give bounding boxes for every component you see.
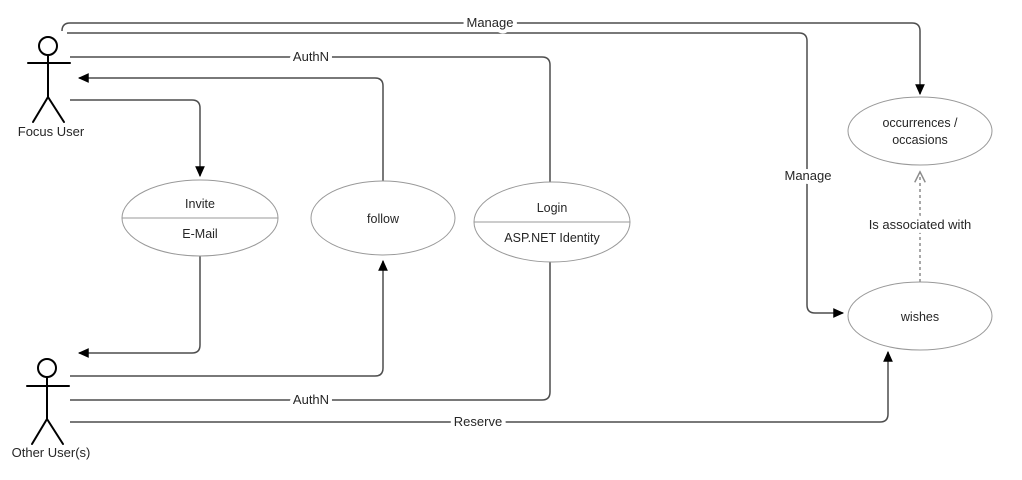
occurrences-line2: occasions <box>892 133 948 147</box>
login-subtitle: ASP.NET Identity <box>504 231 600 245</box>
occurrences-line1: occurrences / <box>882 116 958 130</box>
edge-label-manage-top: Manage <box>467 15 514 30</box>
other-users-leg-left <box>31 418 48 445</box>
edge-label-authn-other: AuthN <box>293 392 329 407</box>
edge-invite-to-other[interactable] <box>77 256 201 358</box>
other-users-leg-right <box>46 418 64 445</box>
follow-title: follow <box>367 212 400 226</box>
follow-ellipse[interactable] <box>310 180 456 256</box>
focus-user-head <box>38 36 58 56</box>
invite-title: Invite <box>185 197 215 211</box>
edge-authn-focus-login[interactable] <box>70 56 551 182</box>
use-case-occurrences[interactable]: occurrences / occasions <box>847 96 993 166</box>
login-title: Login <box>537 201 568 215</box>
occurrences-ellipse[interactable] <box>847 96 993 166</box>
actor-other-users[interactable]: Other User(s) <box>8 358 94 464</box>
other-users-head <box>37 358 57 378</box>
use-case-login[interactable]: Login ASP.NET Identity <box>473 181 631 263</box>
edge-label-reserve: Reserve <box>454 414 502 429</box>
edge-label-manage-mid: Manage <box>785 168 832 183</box>
wishes-title: wishes <box>900 310 939 324</box>
invite-subtitle: E-Mail <box>182 227 217 241</box>
wishes-ellipse[interactable] <box>847 281 993 351</box>
actor-focus-user[interactable]: Focus User <box>14 36 89 143</box>
use-case-follow[interactable]: follow <box>310 180 456 256</box>
edge-manage-focus-wishes[interactable] <box>67 32 845 318</box>
edge-other-to-follow[interactable] <box>70 259 388 377</box>
edge-follow-to-focus[interactable] <box>77 73 384 181</box>
focus-user-label: Focus User <box>18 124 85 139</box>
edge-label-is-associated-with: Is associated with <box>869 217 972 232</box>
focus-user-leg-right <box>47 96 65 123</box>
edge-authn-other-login[interactable] <box>70 262 551 401</box>
edge-reserve-other-wishes[interactable] <box>70 350 893 423</box>
edge-label-authn-focus: AuthN <box>293 49 329 64</box>
use-case-invite[interactable]: Invite E-Mail <box>121 179 279 257</box>
focus-user-leg-left <box>32 96 49 123</box>
edge-manage-focus-occurrences[interactable] <box>61 22 925 96</box>
other-users-label: Other User(s) <box>12 445 91 460</box>
use-case-wishes[interactable]: wishes <box>847 281 993 351</box>
edge-focus-to-invite[interactable] <box>70 99 205 178</box>
